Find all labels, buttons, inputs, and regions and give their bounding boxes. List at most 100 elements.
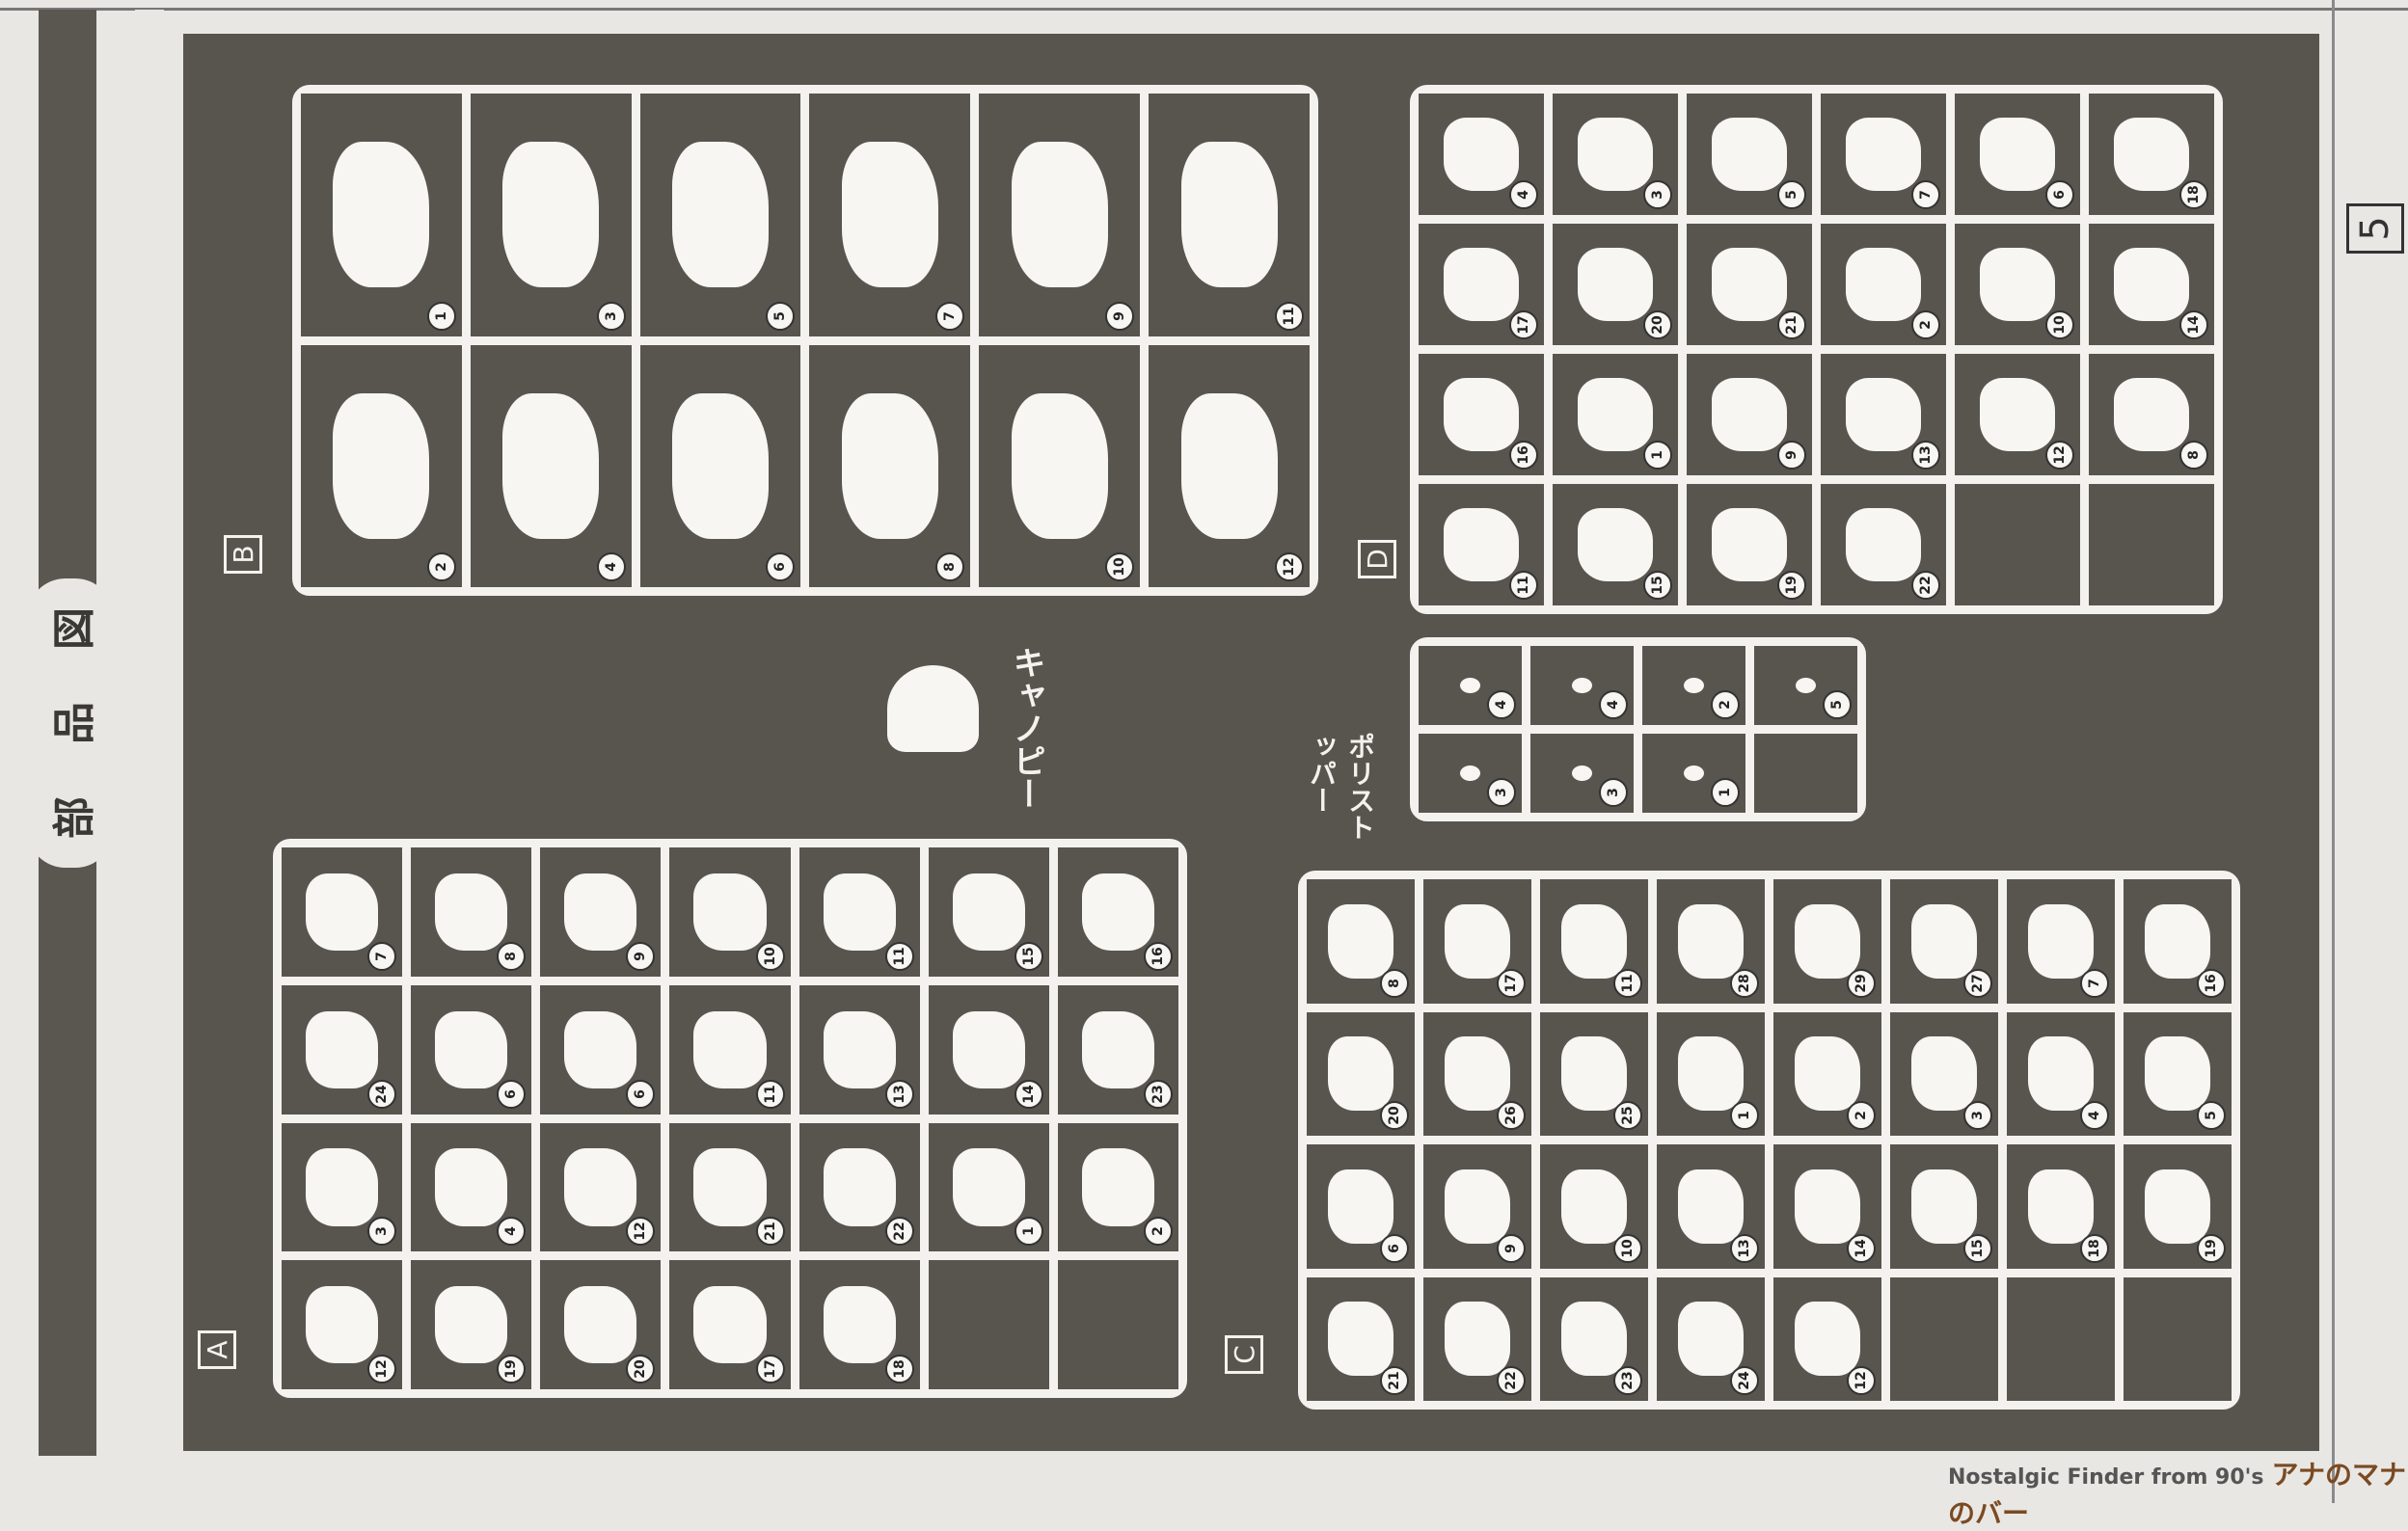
sprue-cell: 12 — [282, 1260, 403, 1389]
part-P-3 — [1459, 765, 1481, 782]
part-number: 17 — [755, 1355, 785, 1383]
sprue-cell: 1 — [1642, 734, 1745, 813]
sprue-cell: 4 — [411, 1122, 532, 1252]
part-number: 22 — [1497, 1366, 1526, 1395]
part-D-17 — [1444, 248, 1519, 321]
sprue-cell: 5 — [639, 94, 801, 336]
part-D-16 — [1444, 378, 1519, 451]
part-number: 9 — [1497, 1233, 1526, 1263]
sprue-cell: 20 — [1553, 224, 1678, 345]
sprue-cell: 13 — [1657, 1144, 1765, 1269]
sprue-cell: 11 — [798, 847, 920, 977]
sprue-cell: 9 — [979, 94, 1141, 336]
sprue-cell: 15 — [1553, 484, 1678, 605]
sprue-cell: 19 — [2124, 1144, 2232, 1269]
part-number: 2 — [1711, 690, 1740, 719]
title-char: 品 — [50, 702, 99, 744]
sprue-cell: 4 — [1419, 94, 1544, 215]
sprue-cell: 1 — [301, 94, 462, 336]
sprue-cell: 8 — [809, 344, 971, 587]
part-A-10 — [693, 873, 767, 951]
sprue-cell: 4 — [2007, 1011, 2115, 1136]
part-C-8 — [1328, 903, 1393, 979]
part-D-19 — [1712, 508, 1787, 581]
sprue-cell: 12 — [1149, 344, 1310, 587]
part-C-6 — [1328, 1168, 1393, 1244]
title-stripe-gap — [135, 10, 164, 1456]
sprue-cell: 12 — [1955, 354, 2080, 475]
sprue-cell: 3 — [470, 94, 632, 336]
part-D-6 — [1980, 118, 2055, 191]
part-C-17 — [1445, 903, 1510, 979]
part-number: 23 — [1613, 1366, 1642, 1395]
sprue-cell: 3 — [1890, 1011, 1998, 1136]
part-C-14 — [1795, 1168, 1860, 1244]
sprue-cell — [1057, 1260, 1178, 1389]
sprue-cell: 24 — [282, 984, 403, 1115]
sprue-cell: 6 — [540, 984, 662, 1115]
sprue-cell — [1754, 734, 1857, 813]
sprue-cell: 2 — [1057, 1122, 1178, 1252]
sprue-cell: 2 — [1821, 224, 1946, 345]
sprue-label-A: A — [198, 1330, 236, 1369]
part-number: 8 — [1380, 968, 1409, 998]
part-number: 2 — [426, 552, 456, 581]
part-C-1 — [1678, 1036, 1744, 1112]
part-number: 18 — [2080, 1233, 2109, 1263]
sprue-cell: 10 — [1540, 1144, 1648, 1269]
part-A-15 — [952, 873, 1025, 951]
sprue-cell: 18 — [2007, 1144, 2115, 1269]
sprue-cell: 18 — [798, 1260, 920, 1389]
sprue-cell: 22 — [1423, 1276, 1531, 1401]
part-number: 15 — [1014, 941, 1043, 971]
part-B-3 — [502, 142, 600, 288]
part-number: 1 — [426, 301, 456, 331]
sprue-label-B: B — [224, 535, 262, 574]
sprue-cell: 19 — [411, 1260, 532, 1389]
part-number: 3 — [1643, 180, 1672, 209]
canopy-part — [887, 665, 979, 752]
part-C-21 — [1328, 1302, 1393, 1377]
sprue-cell: 20 — [540, 1260, 662, 1389]
part-B-1 — [333, 142, 430, 288]
sprue-cell: 6 — [411, 984, 532, 1115]
part-number: 8 — [2179, 441, 2208, 470]
sprue-cell: 6 — [639, 344, 801, 587]
part-number: 25 — [1613, 1101, 1642, 1130]
part-number: 17 — [1497, 968, 1526, 998]
sprue-cell: 23 — [1540, 1276, 1648, 1401]
sprue-label-D: D — [1358, 540, 1396, 578]
part-A-23 — [1081, 1010, 1154, 1088]
part-D-18 — [2114, 118, 2189, 191]
part-number: 4 — [596, 552, 626, 581]
part-number: 21 — [1380, 1366, 1409, 1395]
sprue-cell: 14 — [928, 984, 1049, 1115]
part-number: 12 — [1274, 552, 1304, 581]
part-D-14 — [2114, 248, 2189, 321]
sprue-cell: 17 — [1423, 879, 1531, 1004]
part-number: 7 — [1911, 180, 1940, 209]
part-C-11 — [1561, 903, 1627, 979]
part-number: 12 — [367, 1355, 397, 1383]
part-number: 13 — [1911, 441, 1940, 470]
part-number: 16 — [1144, 941, 1173, 971]
part-C-19 — [2145, 1168, 2210, 1244]
part-C-26 — [1445, 1036, 1510, 1112]
sprue-cell: 15 — [1890, 1144, 1998, 1269]
part-number: 21 — [755, 1217, 785, 1247]
sprue-cell — [928, 1260, 1049, 1389]
sprue-cell: 16 — [1419, 354, 1544, 475]
sprue-cell: 22 — [1821, 484, 1946, 605]
sprue-cell: 4 — [470, 344, 632, 587]
part-number: 24 — [367, 1079, 397, 1109]
part-number: 22 — [1911, 571, 1940, 600]
part-number: 6 — [626, 1079, 656, 1109]
sprue-cell: 3 — [1553, 94, 1678, 215]
part-number: 6 — [1380, 1233, 1409, 1263]
part-A-6 — [564, 1010, 637, 1088]
part-number: 29 — [1847, 968, 1876, 998]
part-D-1 — [1578, 378, 1653, 451]
part-number: 24 — [1730, 1366, 1759, 1395]
